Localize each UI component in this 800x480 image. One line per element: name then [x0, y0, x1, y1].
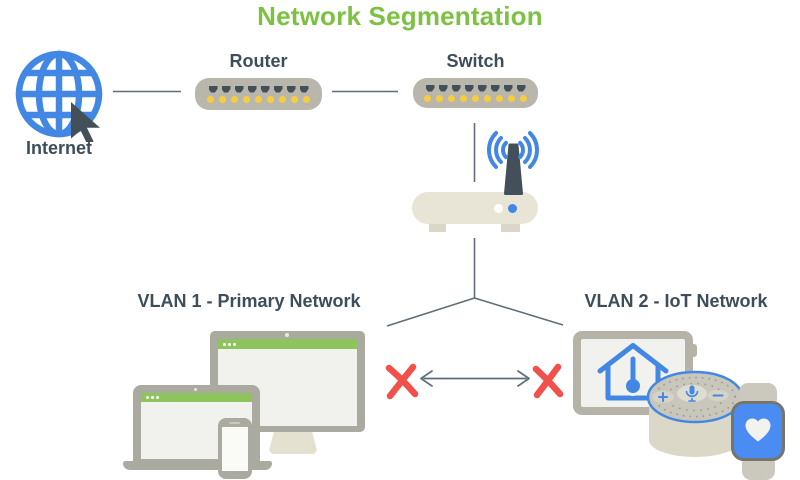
- led-icon: [303, 95, 310, 103]
- volume-down-button: [707, 390, 729, 401]
- port-icon: [425, 84, 435, 92]
- port-icon: [221, 85, 231, 93]
- led-icon: [448, 94, 455, 102]
- smart-home-icon: [597, 343, 669, 401]
- watch-band-top: [739, 383, 777, 405]
- switch-device: [413, 78, 538, 108]
- vlan2-label: VLAN 2 - IoT Network: [584, 291, 768, 311]
- monitor-stand: [269, 432, 317, 454]
- switch-ports: [425, 84, 526, 92]
- port-icon: [451, 84, 461, 92]
- led-icon: [231, 95, 238, 103]
- port-icon: [286, 85, 296, 93]
- led-icon: [496, 94, 503, 102]
- port-icon: [260, 85, 270, 93]
- router-label: Router: [229, 51, 288, 71]
- watch-band-bottom: [742, 458, 775, 480]
- laptop-browser-bar: [141, 393, 252, 402]
- led-icon: [279, 95, 286, 103]
- page-title: Network Segmentation: [257, 1, 543, 31]
- led-icon: [219, 95, 226, 103]
- laptop-base: [123, 461, 272, 470]
- port-icon: [477, 84, 487, 92]
- internet-globe-icon: [15, 50, 103, 142]
- laptop-camera-dot: [194, 388, 197, 391]
- router-ports: [208, 85, 309, 93]
- led-icon: [255, 95, 262, 103]
- switch-label: Switch: [446, 51, 505, 71]
- port-icon: [490, 84, 500, 92]
- led-icon: [460, 94, 467, 102]
- led-icon: [291, 95, 298, 103]
- blocked-x-right-icon: [532, 363, 564, 399]
- split-vlan2-link: [474, 297, 564, 326]
- led-icon: [436, 94, 443, 102]
- port-icon: [299, 85, 309, 93]
- port-icon: [516, 84, 526, 92]
- router-leds: [207, 95, 310, 103]
- heart-icon: [745, 418, 771, 442]
- wireless-router-led-white: [494, 204, 503, 213]
- tablet-side-button: [692, 344, 697, 357]
- led-icon: [520, 94, 527, 102]
- port-icon: [503, 84, 513, 92]
- monitor-camera-dot: [285, 333, 289, 337]
- port-icon: [208, 85, 218, 93]
- vlan1-label: VLAN 1 - Primary Network: [137, 291, 361, 311]
- led-icon: [484, 94, 491, 102]
- led-icon: [424, 94, 431, 102]
- port-icon: [247, 85, 257, 93]
- port-icon: [234, 85, 244, 93]
- wireless-router-foot: [501, 224, 520, 232]
- phone-screen: [222, 427, 248, 471]
- led-icon: [508, 94, 515, 102]
- monitor-browser-bar: [218, 339, 357, 349]
- antenna-wifi-icon: [487, 131, 539, 195]
- wireless-router-foot: [429, 224, 446, 232]
- switch-leds: [424, 94, 527, 102]
- led-icon: [207, 95, 214, 103]
- wireless-router-device: [412, 192, 538, 224]
- microphone-button: [677, 385, 707, 402]
- cursor-icon: [71, 102, 100, 142]
- volume-up-button: [652, 391, 674, 403]
- port-icon: [464, 84, 474, 92]
- blocked-x-left-icon: [385, 363, 419, 400]
- port-icon: [438, 84, 448, 92]
- led-icon: [472, 94, 479, 102]
- port-icon: [273, 85, 283, 93]
- speaker-hole-ring: [654, 376, 736, 418]
- router-device: [195, 78, 322, 110]
- wireless-router-led-blue: [508, 204, 517, 213]
- led-icon: [267, 95, 274, 103]
- internet-label: Internet: [25, 138, 92, 158]
- blocked-arrow: [420, 370, 530, 387]
- led-icon: [243, 95, 250, 103]
- smart-speaker: [646, 370, 744, 457]
- phone-speaker-slit: [229, 421, 240, 424]
